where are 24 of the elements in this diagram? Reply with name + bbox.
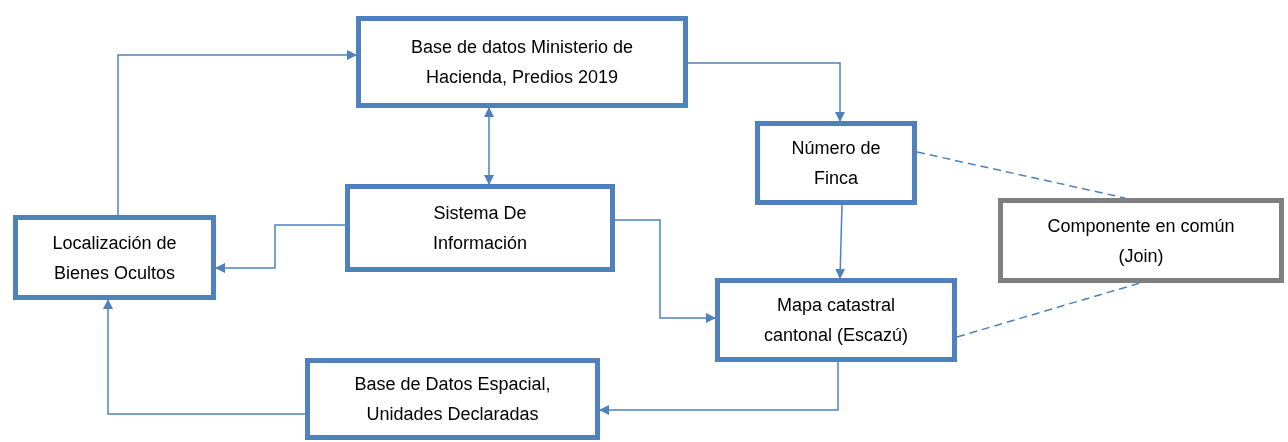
box-label: Base de datos Ministerio de Hacienda, Predios 2019 bbox=[409, 36, 635, 89]
arrow bbox=[117, 50, 357, 216]
dashed-connector bbox=[956, 282, 1141, 338]
process-box bbox=[13, 215, 216, 300]
box-label: Componente en común (Join) bbox=[1046, 214, 1236, 268]
arrow bbox=[835, 204, 846, 279]
box-label: Base de Datos Espacial, Unidades Declaradas bbox=[353, 373, 552, 426]
arrow bbox=[687, 62, 845, 122]
process-box bbox=[998, 198, 1284, 283]
box-label: Número de Finca bbox=[790, 137, 882, 190]
box-label: Sistema De Información bbox=[431, 202, 528, 255]
arrow bbox=[614, 219, 716, 323]
arrow bbox=[484, 107, 494, 185]
process-box bbox=[755, 121, 917, 205]
dashed-connector bbox=[916, 151, 1126, 199]
arrow bbox=[103, 299, 306, 415]
process-box bbox=[715, 278, 957, 362]
process-box bbox=[345, 184, 615, 272]
arrow bbox=[215, 224, 346, 273]
process-box bbox=[305, 358, 600, 440]
box-label: Localización de Bienes Ocultos bbox=[51, 231, 178, 285]
box-label: Mapa catastral cantonal (Escazú) bbox=[762, 294, 910, 347]
process-box bbox=[356, 16, 688, 108]
arrow bbox=[599, 361, 839, 415]
